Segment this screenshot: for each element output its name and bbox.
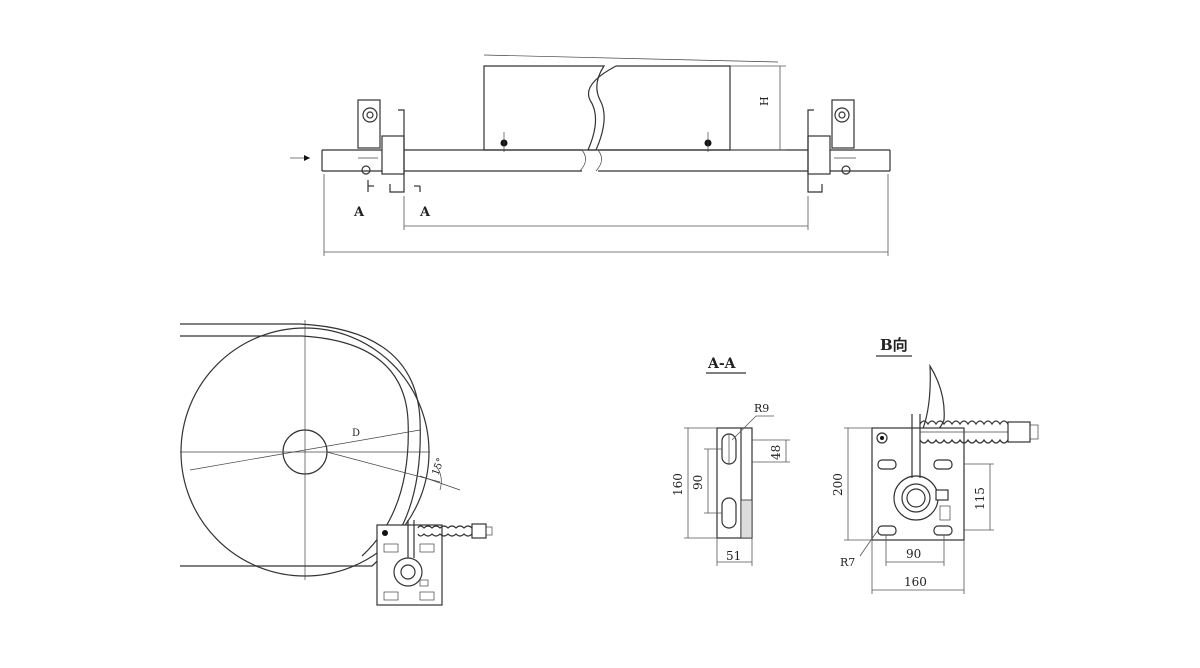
aa-slot-pitch-label: 90	[691, 475, 705, 490]
pulley-side-view: D 15°	[180, 320, 493, 606]
aa-offset-label: 48	[769, 445, 783, 460]
section-label-right: A	[419, 205, 431, 220]
aa-height-label: 160	[671, 473, 685, 496]
view-b: B向	[831, 336, 1039, 594]
aa-width-label: 51	[726, 549, 741, 563]
top-assembly-view: H A A	[290, 54, 891, 256]
section-label-left: A	[353, 205, 365, 220]
height-label: H	[758, 96, 771, 106]
view-b-title: B向	[880, 336, 908, 354]
b-hole-pitch-label: 90	[906, 547, 921, 561]
diameter-label: D	[352, 428, 360, 439]
b-height-label: 200	[831, 473, 845, 496]
section-aa-title: A-A	[707, 356, 737, 372]
b-radius-label: R7	[840, 556, 855, 569]
b-spring-label: 115	[973, 487, 987, 510]
section-a-a: A-A R9 160 90 48 51	[671, 356, 790, 566]
aa-radius-label: R9	[754, 402, 769, 415]
b-width-label: 160	[904, 575, 927, 589]
angle-label: 15°	[430, 457, 446, 477]
